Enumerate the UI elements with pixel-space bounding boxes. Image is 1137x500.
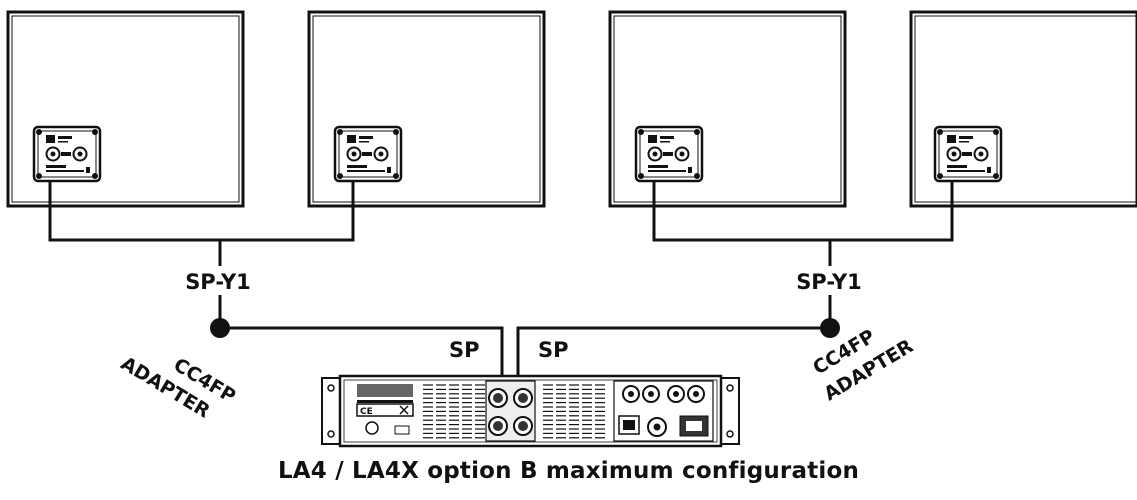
ce-mark-icon (356, 403, 414, 417)
info-label-plate (357, 384, 413, 397)
sp-label-right: SP (538, 338, 569, 362)
vent-grille-left (423, 384, 485, 439)
xlr-input-3-icon (667, 385, 685, 403)
splitter-label-right: SP-Y1 (796, 270, 862, 294)
connector-panel-icon (333, 125, 403, 183)
rack-ear-left (321, 377, 341, 445)
adapter-node-left (210, 318, 230, 338)
adapter-label-left: CC4FP ADAPTER (117, 352, 240, 422)
amplifier-rack-unit: CE (321, 374, 740, 448)
xlr-input-2-icon (642, 385, 660, 403)
xlr-link-icon (647, 417, 667, 437)
connector-panel-icon (933, 125, 1003, 183)
vent-grille-right (543, 384, 605, 439)
figure-caption: LA4 / LA4X option B maximum configuratio… (277, 458, 860, 484)
svg-text:CE: CE (360, 407, 373, 417)
adapter-node-right (820, 318, 840, 338)
connector-panel-icon (32, 125, 102, 183)
speakon-output-4-icon (513, 416, 533, 436)
speakon-output-2-icon (513, 388, 533, 408)
sp-label-left: SP (449, 338, 480, 362)
rack-ear-right (720, 377, 740, 445)
connector-panel-icon (634, 125, 704, 183)
speaker-cabinet-3 (608, 10, 847, 208)
xlr-input-4-icon (687, 385, 705, 403)
sp-y1-cable-left (48, 180, 355, 242)
speaker-cabinet-4 (909, 10, 1137, 208)
sp-cable-left (220, 326, 504, 396)
diagram-canvas: SP-Y1 SP-Y1 SP SP CC4FP ADAPTER CC4FP AD… (6, 10, 1137, 448)
speakon-output-3-icon (488, 416, 508, 436)
splitter-label-left: SP-Y1 (185, 270, 251, 294)
speaker-cabinet-1 (6, 10, 245, 208)
xlr-input-1-icon (622, 385, 640, 403)
speakon-output-1-icon (488, 388, 508, 408)
ground-post-icon (365, 421, 379, 435)
speaker-cabinet-2 (307, 10, 546, 208)
sp-cable-right (516, 326, 830, 396)
sp-y1-cable-right (652, 180, 954, 242)
